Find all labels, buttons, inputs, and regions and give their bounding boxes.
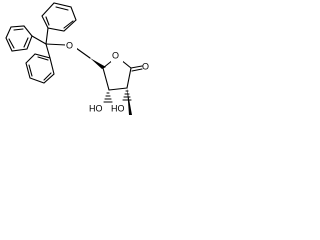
wedge-ch2-to-c4 [90, 58, 106, 69]
phenyl-left-double-bond-3 [8, 38, 15, 49]
bond-c1-to-c2 [126, 67, 132, 89]
carbonyl [130, 65, 143, 72]
phenyl-ring-left [5, 25, 33, 52]
lactone-ring [102, 59, 132, 91]
bond-c2-to-c3 [108, 87, 128, 91]
carbonyl-double-bond-1 [130, 65, 143, 69]
bond-c3-to-c4 [102, 67, 110, 91]
phenyl-top-double-bond-3 [45, 16, 50, 26]
hashed-wedge-c3-oh [103, 92, 113, 103]
bond-ether-oxygen-to-ch2 [75, 47, 91, 59]
chemical-structure: O O O HO HO [5, 2, 149, 115]
wedge-c2-to-methyl [127, 88, 132, 115]
ether-oxygen-label: O [66, 40, 73, 50]
carbonyl-oxygen-label: O [142, 61, 149, 71]
phenyl-left-double-bond-1 [13, 28, 24, 31]
hydroxyl-left-label: HO [89, 103, 103, 113]
carbonyl-double-bond-2 [131, 68, 143, 72]
phenyl-bottom-double-bond-3 [37, 56, 49, 61]
trityl-center [31, 27, 67, 59]
phenyl-left-double-bond-2 [23, 37, 29, 48]
bond-center-to-ether-oxygen [45, 43, 67, 46]
ether-oxygen-mask [65, 40, 77, 52]
phenyl-bottom-double-bond-2 [43, 72, 52, 81]
bond-bottom-phenyl-to-center [45, 43, 51, 59]
hydroxyl-right-label: HO [111, 103, 125, 113]
bond-top-phenyl-to-center [45, 27, 49, 45]
phenyl-ring-top [41, 2, 77, 32]
phenyl-top-double-bond-2 [63, 20, 74, 29]
phenyl-top-double-bond-1 [55, 6, 69, 11]
ring-oxygen-label: O [112, 50, 119, 60]
bond-left-phenyl-to-center [31, 35, 47, 45]
ring-oxygen-mask [111, 51, 123, 62]
hashed-wedge-c2-oh [122, 90, 132, 101]
phenyl-bottom-double-bond-1 [28, 64, 33, 77]
